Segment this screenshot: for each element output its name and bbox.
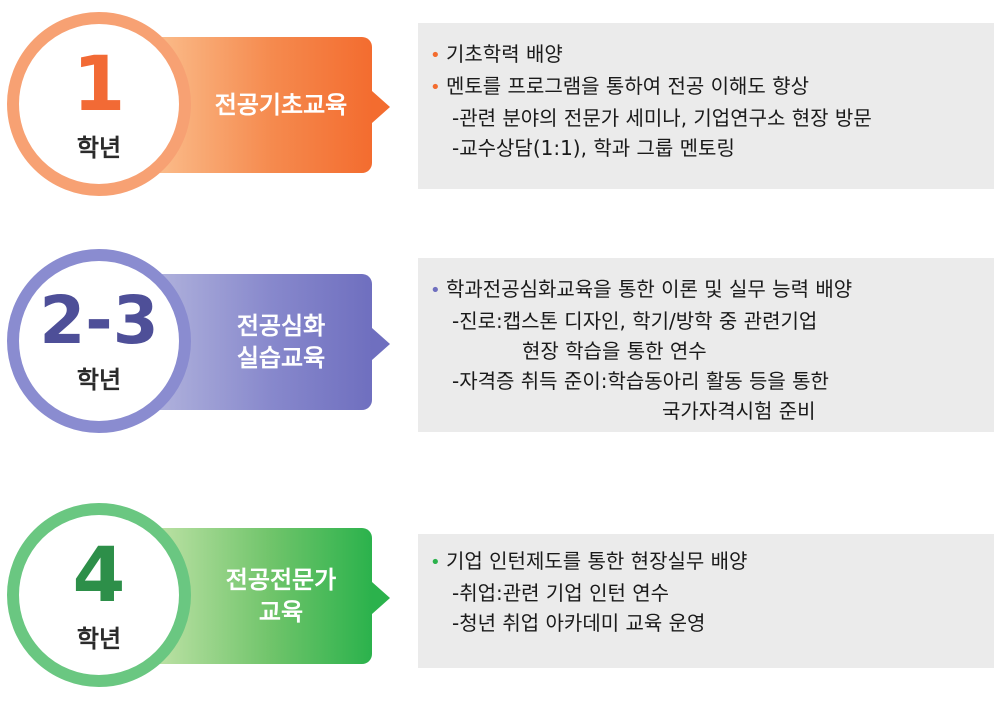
sub-item: -청년 취업 아카데미 교육 운영 — [452, 611, 706, 635]
description-box: •기업 인턴제도를 통한 현장실무 배양 -취업:관련 기업 인턴 연수 -청년… — [418, 534, 994, 668]
sub-item: -진로:캡스톤 디자인, 학기/방학 중 관련기업 — [452, 309, 818, 333]
stage-title: 전공심화 실습교육 — [190, 274, 372, 410]
sub-item: -관련 분야의 전문가 세미나, 기업연구소 현장 방문 — [452, 106, 872, 130]
year-number: 1 — [72, 38, 126, 128]
description-box: •기초학력 배양 •멘토를 프로그램을 통하여 전공 이해도 향상 -관련 분야… — [418, 23, 994, 189]
description-box: •학과전공심화교육을 통한 이론 및 실무 능력 배양 -진로:캡스톤 디자인,… — [418, 258, 994, 432]
year-number: 2-3 — [39, 281, 159, 359]
stage-title-line: 전공심화 — [236, 311, 326, 340]
year-unit: 학년 — [76, 624, 122, 653]
stage-title-line: 실습교육 — [236, 344, 326, 372]
bullet-icon: • — [430, 77, 441, 98]
arrow-right-icon — [372, 328, 390, 360]
sub-item: -취업:관련 기업 인턴 연수 — [452, 581, 670, 605]
stage-title: 전공기초교육 — [190, 37, 372, 173]
arrow-right-icon — [372, 582, 390, 614]
year-unit: 학년 — [76, 133, 122, 162]
sub-item: -자격증 취득 준이:학습동아리 활동 등을 통한 — [452, 369, 829, 393]
stage-title: 전공전문가 교육 — [190, 528, 372, 664]
year-badge: 2-3 학년 — [7, 249, 191, 433]
stage-row-2: 전공심화 실습교육 2-3 학년 •학과전공심화교육을 통한 이론 및 실무 능… — [0, 242, 1000, 433]
bullet-icon: • — [430, 552, 441, 573]
sub-item: -교수상담(1:1), 학과 그룹 멘토링 — [452, 136, 735, 160]
sub-item-continued: 국가자격시험 준비 — [662, 399, 816, 423]
year-number: 4 — [72, 529, 126, 619]
bullet-item: •학과전공심화교육을 통한 이론 및 실무 능력 배양 — [430, 274, 980, 306]
year-badge: 1 학년 — [7, 12, 191, 196]
year-unit: 학년 — [76, 365, 122, 394]
arrow-right-icon — [372, 91, 390, 123]
stage-row-3: 전공전문가 교육 4 학년 •기업 인턴제도를 통한 현장실무 배양 -취업:관… — [0, 496, 1000, 687]
stage-title-line: 전공기초교육 — [214, 90, 348, 119]
bullet-item: •멘토를 프로그램을 통하여 전공 이해도 향상 — [430, 71, 980, 103]
bullet-item: •기초학력 배양 — [430, 39, 980, 71]
stage-row-1: 전공기초교육 1 학년 •기초학력 배양 •멘토를 프로그램을 통하여 전공 이… — [0, 5, 1000, 196]
stage-title-line: 전공전문가 — [225, 565, 337, 594]
bullet-item: •기업 인턴제도를 통한 현장실무 배양 — [430, 546, 980, 578]
year-badge: 4 학년 — [7, 503, 191, 687]
bullet-icon: • — [430, 280, 441, 301]
bullet-icon: • — [430, 45, 441, 66]
stage-title-line: 교육 — [258, 598, 304, 626]
sub-item-continued: 현장 학습을 통한 연수 — [522, 339, 707, 363]
